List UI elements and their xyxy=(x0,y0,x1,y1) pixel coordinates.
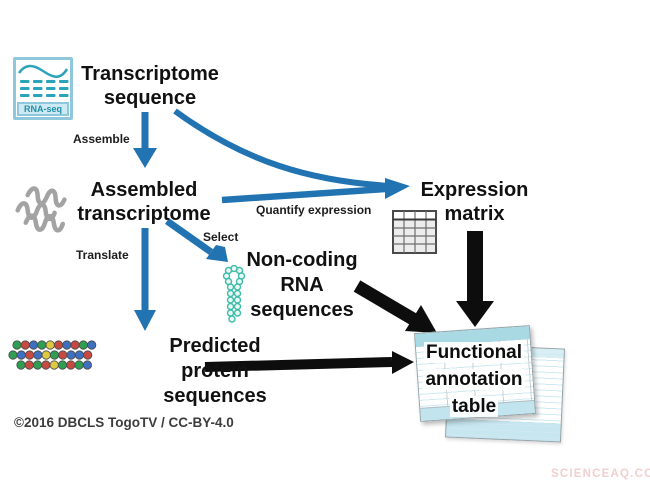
rna-seq-coverage-plot xyxy=(17,64,69,97)
node-functional-annotation-table: Functional annotation table xyxy=(423,342,525,417)
rna-hairpin-icon xyxy=(222,265,246,323)
node-predicted-protein-sequences: Predicted protein sequences xyxy=(163,335,267,407)
node-noncoding-rna-sequences: Non-coding RNA sequences xyxy=(246,249,358,321)
select-arrow xyxy=(164,218,228,262)
translate-arrow xyxy=(134,228,156,331)
edge-label-quantify-expression: Quantify expression xyxy=(256,203,372,217)
node-expression-matrix: Expression matrix xyxy=(420,179,529,225)
rna-seq-icon-label: RNA-seq xyxy=(17,102,69,116)
node-transcriptome-sequence: Transcriptome sequence xyxy=(81,63,219,109)
transcriptome-to-matrix-curved-arrow xyxy=(173,108,391,189)
noncoding-to-table-arrow xyxy=(353,280,437,333)
node-assembled-transcriptome: Assembled transcriptome xyxy=(77,179,211,225)
matrix-to-table-arrow xyxy=(456,231,494,327)
expression-matrix-grid-icon xyxy=(392,210,437,254)
rna-seq-icon: RNA-seq xyxy=(13,57,73,120)
copyright-notice: ©2016 DBCLS TogoTV / CC-BY-4.0 xyxy=(14,415,234,430)
edge-label-assemble: Assemble xyxy=(73,132,130,146)
edge-label-select: Select xyxy=(203,230,239,244)
protein-chain-icon xyxy=(8,340,97,370)
watermark: SCIENCEAQ.COM xyxy=(551,468,650,480)
protein-to-table-arrow xyxy=(204,351,414,374)
quantify-expression-arrow xyxy=(221,178,410,204)
edge-label-translate: Translate xyxy=(76,248,129,262)
assembled-transcript-squiggle-icon xyxy=(15,186,67,233)
assemble-arrow xyxy=(133,112,157,168)
